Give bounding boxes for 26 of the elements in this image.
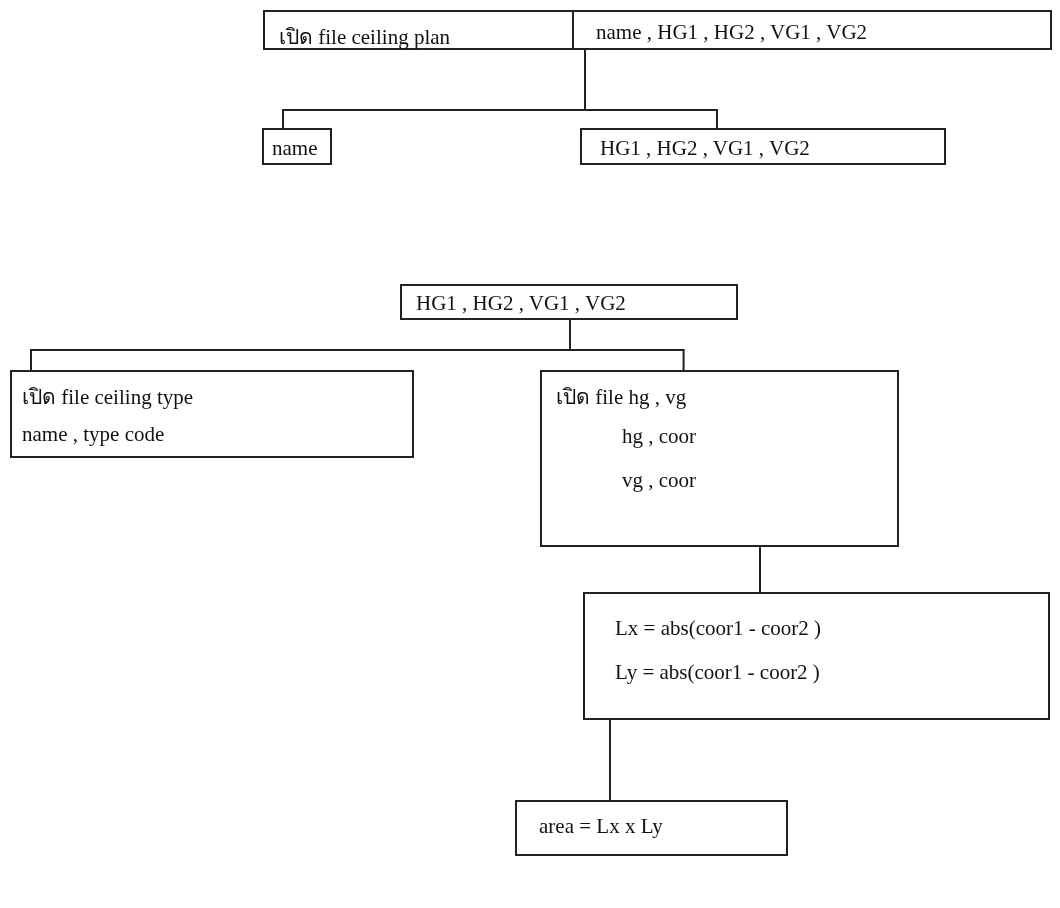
connector-line xyxy=(759,546,761,593)
connector-line xyxy=(569,319,685,371)
process-box xyxy=(263,10,574,50)
process-box xyxy=(10,370,414,458)
box-text-line: Ly = abs(coor1 - coor2 ) xyxy=(615,660,820,685)
box-text: name , HG1 , HG2 , VG1 , VG2 xyxy=(596,20,868,45)
box-text: Lx = abs(coor1 - coor2 ) xyxy=(615,616,822,641)
box-text: เปิด file ceiling plan xyxy=(279,24,451,51)
box-text: เปิด file ceiling type xyxy=(22,384,194,411)
box-text: HG1 , HG2 , VG1 , VG2 xyxy=(416,291,626,316)
connector-line xyxy=(584,49,718,129)
connector-line xyxy=(609,719,611,801)
process-box xyxy=(580,128,946,165)
box-text-line: vg , coor xyxy=(622,468,697,493)
box-text-line: name , type code xyxy=(22,422,165,447)
box-text: name xyxy=(272,136,318,161)
process-box xyxy=(262,128,332,165)
process-box xyxy=(572,10,1052,50)
process-box xyxy=(515,800,788,856)
process-box xyxy=(540,370,899,547)
process-box xyxy=(583,592,1050,720)
box-text: HG1 , HG2 , VG1 , VG2 xyxy=(600,136,810,161)
box-text-line: hg , coor xyxy=(622,424,697,449)
box-text: area = Lx x Ly xyxy=(539,814,663,839)
box-text: เปิด file hg , vg xyxy=(556,384,687,411)
process-box xyxy=(400,284,738,320)
